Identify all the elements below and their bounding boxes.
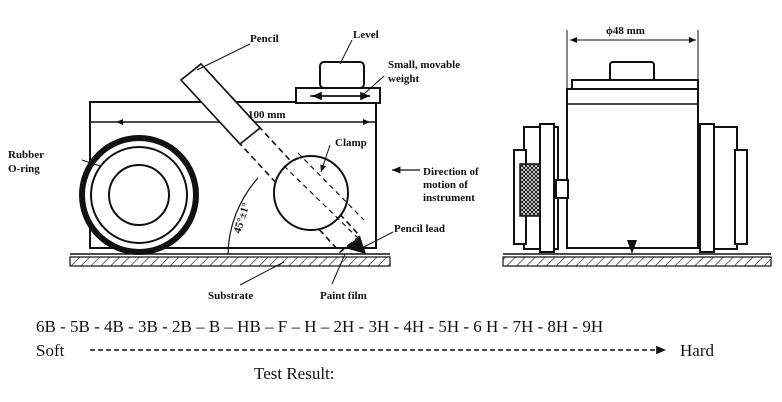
rubber-label-line2: O-ring: [8, 163, 40, 175]
direction-label-line3: instrument: [423, 192, 475, 204]
direction-label-line1: Direction of: [423, 166, 479, 178]
substrate-right: [502, 256, 772, 267]
pencil-label: Pencil: [250, 33, 279, 45]
level: [319, 61, 365, 89]
level-label: Level: [353, 29, 379, 41]
test-result-label: Test Result:: [254, 364, 335, 383]
width-dimension-label: 100 mm: [248, 109, 286, 121]
clamp-label: Clamp: [335, 137, 367, 149]
hard-label: Hard: [680, 341, 714, 360]
front-view: [502, 30, 772, 267]
weight-label-line1: Small, movable: [388, 59, 460, 71]
side-view: [69, 39, 420, 286]
substrate-label: Substrate: [208, 290, 253, 302]
weight-label-line2: weight: [388, 73, 420, 85]
diameter-dimension-label: ϕ48 mm: [606, 25, 645, 37]
pencil-lead-label: Pencil lead: [394, 223, 445, 235]
front-body: [566, 88, 699, 249]
direction-label-line2: motion of: [423, 179, 468, 191]
hardness-grades: 6B - 5B - 4B - 3B - 2B – B – HB – F – H …: [36, 317, 603, 336]
soft-label: Soft: [36, 341, 65, 360]
pencil-lead: [345, 236, 366, 254]
knurled-knob: [519, 163, 541, 217]
rubber-label-line1: Rubber: [8, 149, 44, 161]
substrate-left: [69, 256, 391, 267]
paint-film-label: Paint film: [320, 290, 367, 302]
